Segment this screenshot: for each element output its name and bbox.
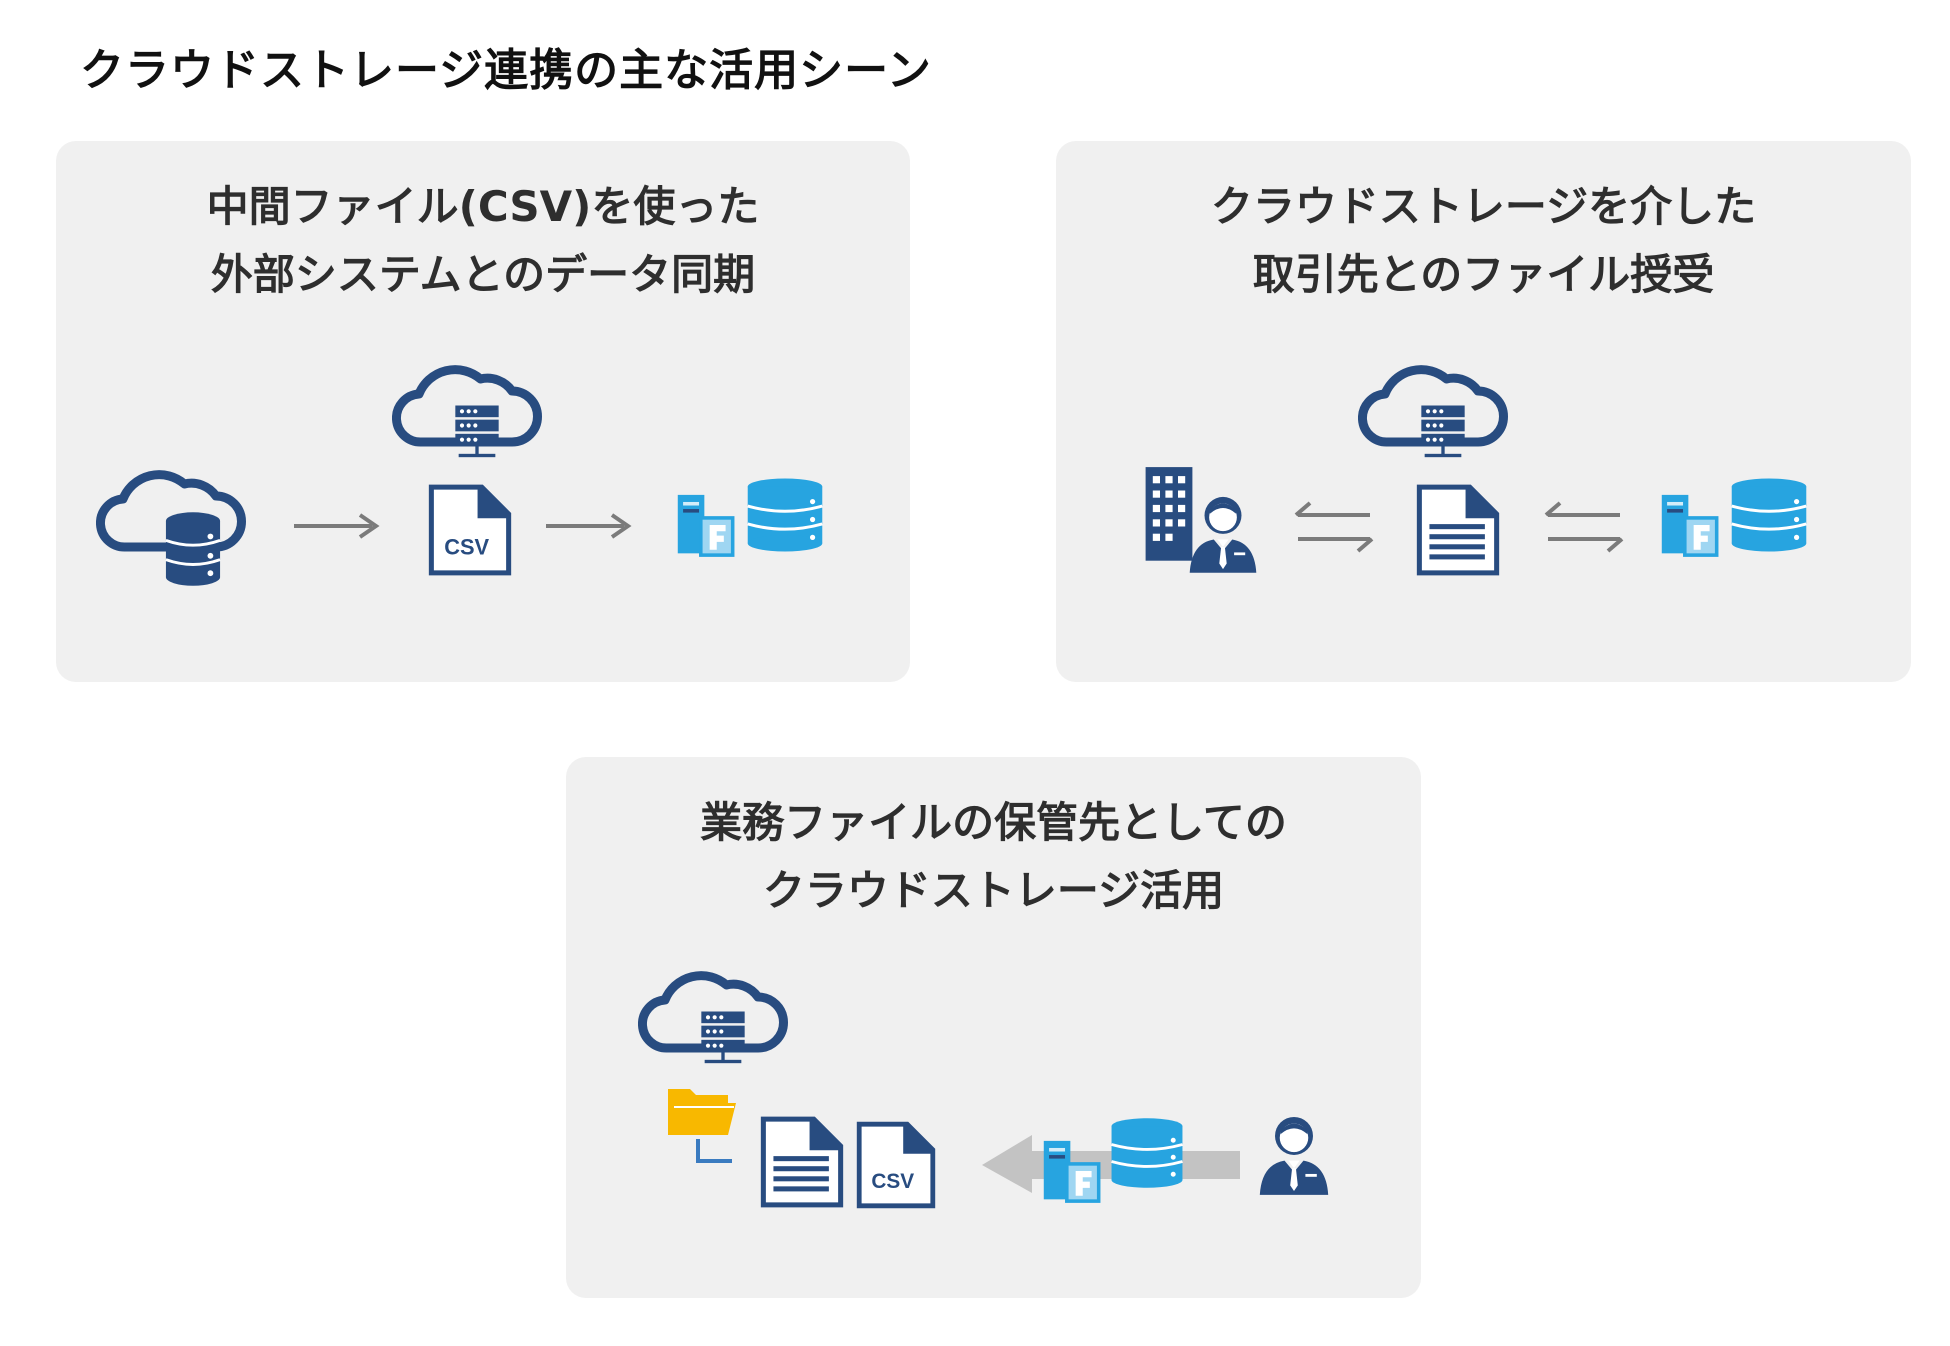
document-icon [1416,477,1500,583]
panel-title-line: 外部システムとのデータ同期 [210,250,756,299]
system-tower-icon [676,489,738,561]
bidirectional-arrow-icon [1292,499,1376,555]
folder-icon [666,1083,738,1137]
arrow-right-icon [544,511,634,541]
system-database-icon [744,465,826,565]
panel-title: 業務ファイルの保管先としての クラウドストレージ活用 [566,789,1421,925]
database-icon [164,511,222,589]
business-partner-icon [1186,491,1260,575]
server-icon [452,403,502,463]
panel-title-line: 業務ファイルの保管先としての [700,798,1287,847]
panel-title: クラウドストレージを介した 取引先とのファイル授受 [1056,173,1911,309]
server-icon [1418,403,1468,463]
system-tower-icon [1042,1135,1104,1207]
csv-label: CSV [444,534,489,559]
server-icon [698,1009,748,1069]
system-tower-icon [1660,489,1722,561]
csv-file-icon: CSV [856,1113,936,1217]
business-person-icon [1256,1111,1332,1197]
tree-connector-icon [694,1137,734,1167]
csv-label: CSV [871,1170,914,1193]
arrow-right-icon [292,511,382,541]
panel-title-line: クラウドストレージ活用 [762,866,1225,915]
panel-title-line: 中間ファイル(CSV)を使った [206,182,760,231]
panel-title-line: クラウドストレージを介した [1210,182,1757,231]
document-icon [760,1109,844,1215]
panel-title-line: 取引先とのファイル授受 [1252,250,1715,299]
system-database-icon [1108,1103,1186,1203]
csv-file-icon: CSV [428,477,512,583]
page-title: クラウドストレージ連携の主な活用シーン [80,45,932,96]
panel-cloud-storage: 業務ファイルの保管先としての クラウドストレージ活用 CSV [566,757,1421,1298]
panel-csv-sync: 中間ファイル(CSV)を使った 外部システムとのデータ同期 CSV [56,141,910,682]
system-database-icon [1728,465,1810,565]
bidirectional-arrow-icon [1542,499,1626,555]
panel-title: 中間ファイル(CSV)を使った 外部システムとのデータ同期 [56,173,910,309]
panel-partner-exchange: クラウドストレージを介した 取引先とのファイル授受 [1056,141,1911,682]
